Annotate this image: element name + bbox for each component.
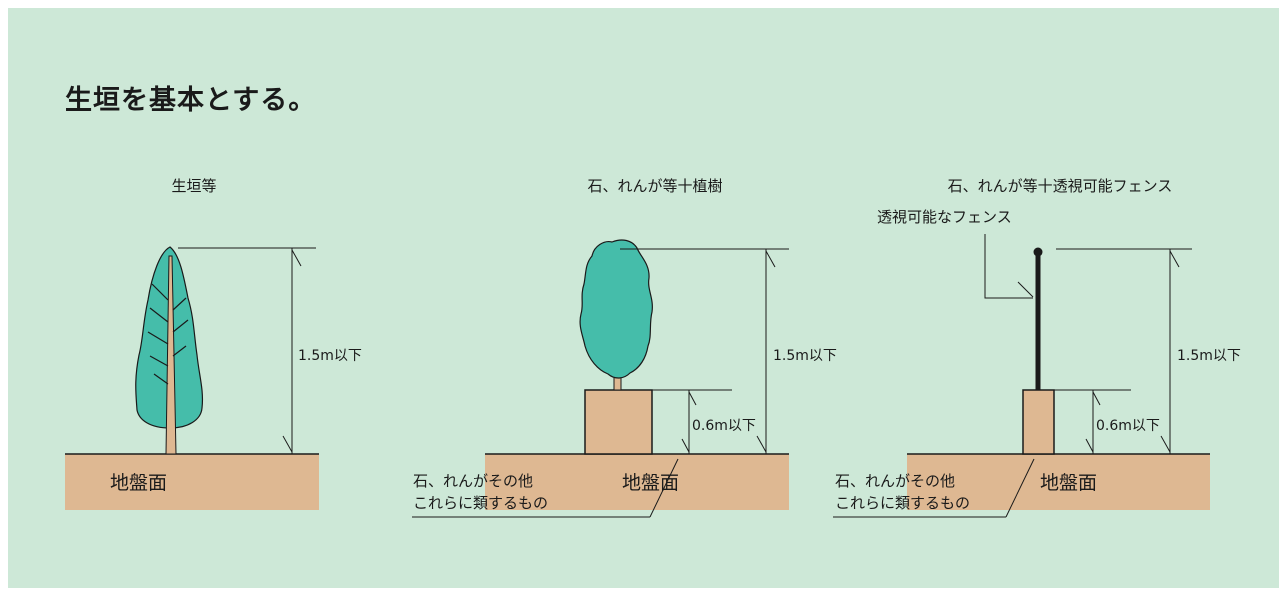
- total-height-label: 1.5m以下: [298, 348, 362, 364]
- ground-label: 地盤面: [1040, 472, 1097, 494]
- material-label-line2: これらに類するもの: [835, 494, 970, 512]
- page-title: 生垣を基本とする。: [65, 85, 317, 116]
- material-label-line2: これらに類するもの: [413, 494, 548, 512]
- fence-post-cap: [1033, 247, 1043, 257]
- dimension-tick: [688, 391, 697, 406]
- base-height-label: 0.6m以下: [692, 418, 756, 434]
- dimension-tick: [681, 438, 690, 453]
- total-height-label: 1.5m以下: [773, 348, 837, 364]
- panel-masonry-planting: 1.5m以下 0.6m以下 石、れんがその他 これらに類するもの 地盤面 石、れ…: [412, 177, 837, 518]
- masonry-base: [1022, 389, 1055, 455]
- panel-masonry-fence: 1.5m以下 0.6m以下 透視可能なフェンス 石、れんがその他 これらに類する…: [833, 177, 1241, 518]
- ground-block: [65, 454, 319, 510]
- ground-label: 地盤面: [622, 472, 679, 494]
- fence-label: 透視可能なフェンス: [877, 208, 1012, 226]
- dimension-tick: [291, 249, 302, 267]
- dimension-tick: [1092, 391, 1101, 406]
- panel-caption: 石、れんが等十植樹: [587, 177, 722, 195]
- dimension-tick: [282, 435, 293, 453]
- tree-foliage: [579, 239, 653, 379]
- masonry-base: [584, 389, 653, 455]
- ground-label: 地盤面: [110, 472, 167, 494]
- fence-leader-line: [984, 234, 1033, 299]
- hedge-branches: [147, 283, 189, 385]
- ground-block: [907, 454, 1210, 510]
- hedge-trunk: [165, 255, 177, 455]
- material-label-line1: 石、れんがその他: [413, 472, 533, 490]
- total-height-label: 1.5m以下: [1177, 348, 1241, 364]
- dimension-tick: [765, 250, 776, 268]
- dimension-tick: [1160, 435, 1171, 453]
- panel-hedge: 1.5m以下 地盤面 生垣等: [65, 177, 362, 510]
- leader-line: [649, 458, 679, 518]
- dimension-tick: [756, 435, 767, 453]
- leader-line: [1005, 458, 1035, 518]
- panel-caption: 石、れんが等十透視可能フェンス: [948, 177, 1173, 195]
- dimension-tick: [1085, 438, 1094, 453]
- fence-leader-tick: [1017, 281, 1034, 298]
- dimension-tick: [1169, 250, 1180, 268]
- base-height-label: 0.6m以下: [1096, 418, 1160, 434]
- ground-block: [485, 454, 789, 510]
- panel-caption: 生垣等: [171, 177, 216, 195]
- material-label-line1: 石、れんがその他: [835, 472, 955, 490]
